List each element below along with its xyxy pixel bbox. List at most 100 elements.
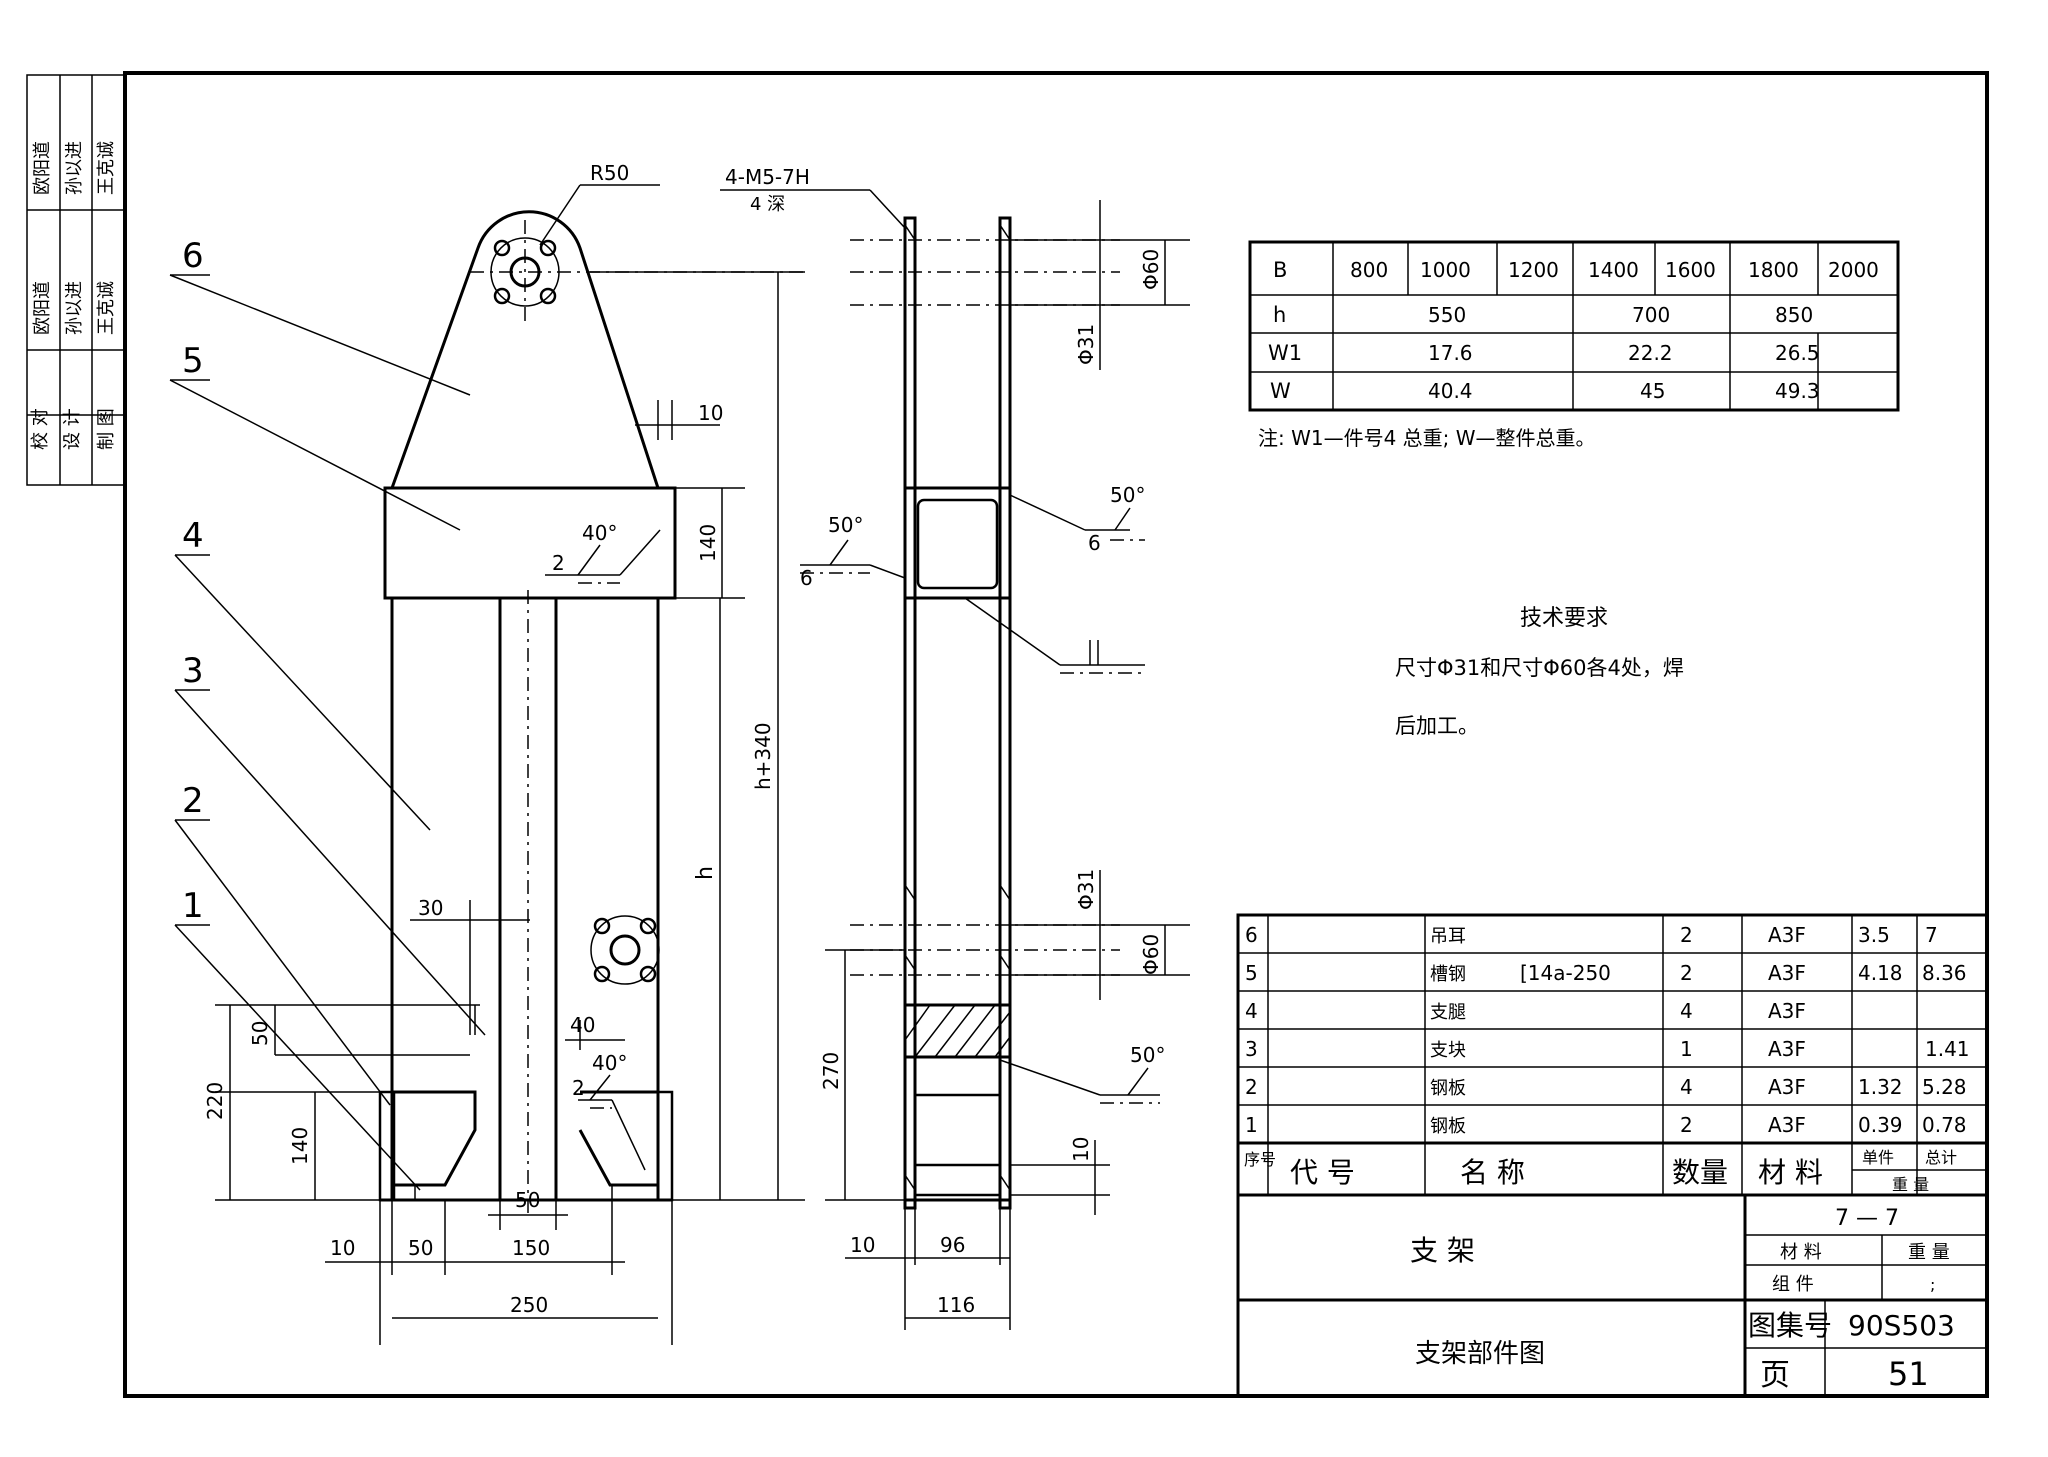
parts-no-1: 1	[1245, 1113, 1258, 1137]
thread-spec: 4-M5-7H	[725, 165, 810, 189]
tech-req-line1: 尺寸Φ31和尺寸Φ60各4处，焊	[1395, 656, 1684, 680]
dim-150: 150	[512, 1236, 550, 1260]
weld-bot-angle: 50°	[1130, 1043, 1165, 1067]
parts-mat-1: A3F	[1768, 1113, 1806, 1137]
title-weight-value: ;	[1930, 1275, 1935, 1294]
parts-no-3: 3	[1245, 1037, 1258, 1061]
parts-name-2: 钢板	[1430, 1078, 1466, 1099]
atlas-value: 90S503	[1848, 1309, 1955, 1342]
side-view: 4-M5-7H 4 深 Φ60 Φ31 50° 6 50° 6	[720, 165, 1190, 1330]
dim-96: 96	[940, 1233, 965, 1257]
dim-40: 40	[570, 1013, 595, 1037]
spec-w1-26-5: 26.5	[1775, 341, 1820, 365]
atlas-label: 图集号	[1748, 1309, 1832, 1342]
stamp-name-1: 欧阳道	[32, 281, 53, 335]
phi31-top: Φ31	[1074, 324, 1098, 365]
spec-w-49-3: 49.3	[1775, 379, 1820, 403]
spec-b-1600: 1600	[1665, 258, 1716, 282]
title-part-name: 支 架	[1410, 1234, 1475, 1267]
parts-mat-6: A3F	[1768, 923, 1806, 947]
phi31-bot: Φ31	[1074, 869, 1098, 910]
spec-b-1000: 1000	[1420, 258, 1471, 282]
phi60-top: Φ60	[1139, 249, 1163, 290]
lug-outline	[390, 210, 660, 489]
title-weight-label: 重 量	[1908, 1242, 1950, 1263]
spec-w1-22-2: 22.2	[1628, 341, 1673, 365]
dim-h: h	[693, 866, 718, 880]
parts-total-2: 5.28	[1922, 1075, 1967, 1099]
parts-qty-4: 4	[1680, 999, 1693, 1023]
dim-140-top: 140	[696, 524, 720, 562]
stamp-name-2: 孙以进	[64, 281, 85, 335]
stamp-role-1: 校 对	[30, 408, 51, 450]
stamp-sig-1: 欧阳道	[32, 141, 53, 195]
spec-b-2000: 2000	[1828, 258, 1879, 282]
parts-qty-5: 2	[1680, 961, 1693, 985]
lug-bolt-4	[539, 287, 557, 305]
spec-w-40-4: 40.4	[1428, 379, 1473, 403]
page-value: 51	[1888, 1355, 1929, 1393]
parts-name-4: 支腿	[1430, 1002, 1466, 1023]
parts-name-5: 槽钢	[1430, 964, 1466, 985]
title-mat-value: 组 件	[1772, 1274, 1814, 1295]
stamp-sig-3: 王克诚	[96, 141, 117, 195]
thread-depth: 4 深	[750, 194, 785, 215]
part-label-2: 2	[182, 781, 204, 821]
parts-mat-4: A3F	[1768, 999, 1806, 1023]
part-label-1: 1	[182, 886, 204, 926]
page-label: 页	[1760, 1358, 1790, 1393]
side-stamp: 校 对 设 计 制 图 欧阳道 孙以进 王克诚 欧阳道 孙以进 王克诚	[26, 74, 126, 486]
dim-250: 250	[510, 1293, 548, 1317]
tech-requirements: 技术要求 尺寸Φ31和尺寸Φ60各4处，焊 后加工。	[1395, 606, 1684, 738]
dim-10-base: 10	[850, 1233, 875, 1257]
parts-qty-6: 2	[1680, 923, 1693, 947]
lug-bolt-2	[539, 239, 557, 257]
dim-140-bot: 140	[288, 1127, 312, 1165]
title-block: 支 架 7 — 7 材 料 重 量 组 件 ; 支架部件图 图集号 90S503…	[1236, 1193, 1989, 1398]
weld-left-size: 6	[800, 566, 813, 590]
tech-req-line2: 后加工。	[1395, 714, 1479, 738]
spec-b-800: 800	[1350, 258, 1388, 282]
spec-h-550: 550	[1428, 303, 1466, 327]
weld-right-angle: 50°	[1110, 483, 1145, 507]
parts-hdr-code: 代 号	[1290, 1156, 1355, 1189]
dim-r50: R50	[590, 161, 629, 185]
parts-hdr-total: 总计	[1925, 1148, 1957, 1167]
parts-total-5: 8.36	[1922, 961, 1967, 985]
drawing-title: 支架部件图	[1415, 1339, 1545, 1369]
dim-116: 116	[937, 1293, 975, 1317]
parts-name-3: 支块	[1430, 1040, 1466, 1061]
spec-b-label: B	[1273, 258, 1287, 282]
dim-50-b: 50	[408, 1236, 433, 1260]
spec-h-label: h	[1273, 303, 1286, 327]
parts-hdr-unit: 单件	[1862, 1148, 1894, 1167]
title-mat-label: 材 料	[1780, 1242, 1822, 1263]
weld-size-bot: 2	[572, 1076, 585, 1100]
spec-w-45: 45	[1640, 379, 1665, 403]
title-section: 7 — 7	[1835, 1206, 1899, 1231]
sheet-border	[123, 71, 1989, 1398]
weld-left-angle: 50°	[828, 513, 863, 537]
stamp-sig-2: 孙以进	[64, 141, 85, 195]
parts-hdr-mat: 材 料	[1758, 1156, 1823, 1189]
parts-list: 6 吊耳 2 A3F 3.5 7 5 槽钢 [14a-250 2 A3F 4.1…	[1236, 913, 1989, 1197]
dim-30: 30	[418, 896, 443, 920]
dim-10-side: 10	[1069, 1137, 1093, 1162]
spec-b-1200: 1200	[1508, 258, 1559, 282]
parts-hdr-weight: 重 量	[1892, 1175, 1929, 1194]
dim-220: 220	[203, 1082, 227, 1120]
dim-10-top: 10	[698, 401, 723, 425]
part-label-3: 3	[182, 651, 204, 691]
weld-size-top: 2	[552, 551, 565, 575]
phi60-bot: Φ60	[1139, 934, 1163, 975]
dim-50-v: 50	[248, 1021, 272, 1046]
parts-total-6: 7	[1925, 923, 1938, 947]
spec-table: B 800 1000 1200 1400 1600 1800 2000 h 55…	[1248, 240, 1900, 450]
dim-10-b: 10	[330, 1236, 355, 1260]
spec-w-label: W	[1270, 379, 1291, 403]
parts-unit-5: 4.18	[1858, 961, 1903, 985]
parts-no-2: 2	[1245, 1075, 1258, 1099]
parts-mat-5: A3F	[1768, 961, 1806, 985]
parts-name-1: 钢板	[1430, 1116, 1466, 1137]
